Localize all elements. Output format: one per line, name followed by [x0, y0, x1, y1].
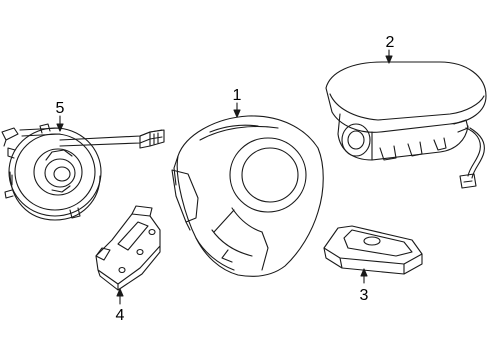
leader-line-4: [116, 288, 124, 305]
clockspring-icon: [1, 123, 165, 221]
leader-line-3: [360, 268, 368, 284]
callout-5: 5: [56, 100, 65, 117]
steering-wheel-airbag-module-icon: [171, 115, 324, 277]
impact-sensor-icon: [323, 225, 423, 275]
callout-2: 2: [386, 34, 395, 51]
callout-1: 1: [233, 87, 242, 104]
callout-3: 3: [360, 287, 369, 304]
callout-4: 4: [116, 307, 125, 324]
leader-line-2: [385, 49, 393, 64]
mounting-bracket-icon: [95, 205, 161, 291]
leader-line-5: [56, 115, 64, 132]
leader-line-1: [233, 102, 241, 118]
passenger-airbag-module-icon: [325, 61, 487, 189]
